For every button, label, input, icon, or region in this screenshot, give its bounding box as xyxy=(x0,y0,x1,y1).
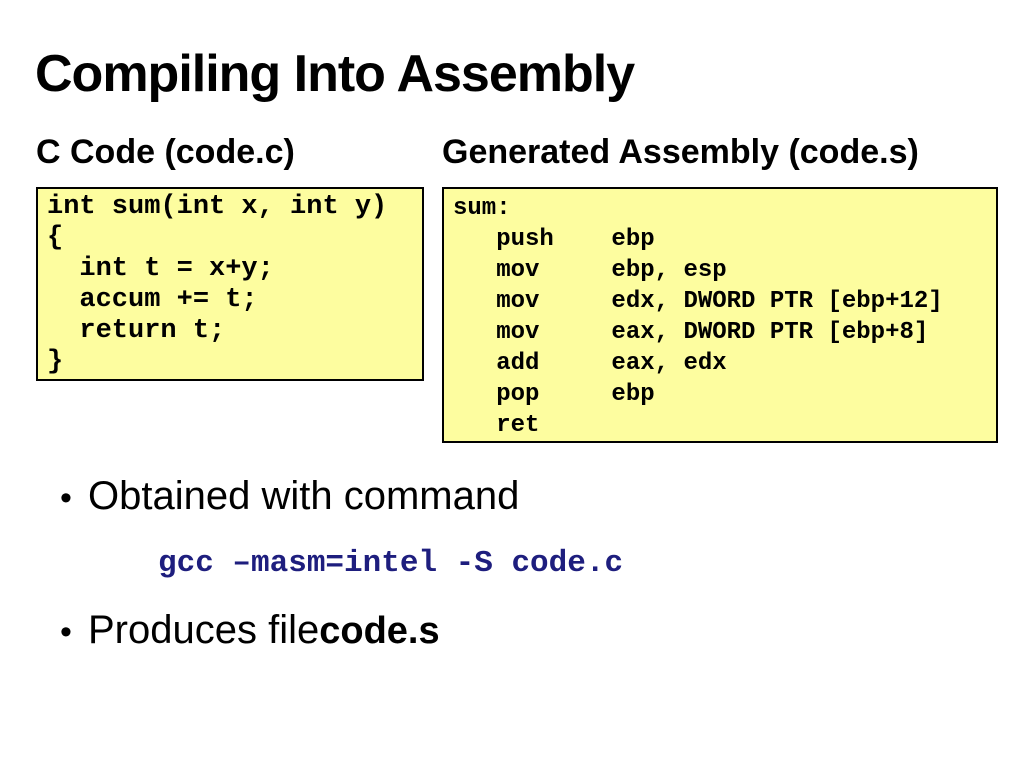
page-title: Compiling Into Assembly xyxy=(35,45,635,103)
bullet-icon: • xyxy=(60,479,72,517)
assembly-code-text: sum: push ebp mov ebp, esp mov edx, DWOR… xyxy=(453,195,943,439)
bullet-item-obtained: • Obtained with command xyxy=(60,474,519,519)
gcc-command-text: gcc –masm=intel -S code.c xyxy=(158,546,624,581)
bullet-item-produces: • Produces file code.s xyxy=(60,608,440,653)
bullet-item-produces-label: Produces file xyxy=(88,608,320,652)
c-code-box: int sum(int x, int y) { int t = x+y; acc… xyxy=(36,187,424,381)
bullet-icon: • xyxy=(60,613,72,651)
assembly-code-box: sum: push ebp mov ebp, esp mov edx, DWOR… xyxy=(442,187,998,443)
column-header-c-code: C Code (code.c) xyxy=(36,133,295,171)
column-header-generated-assembly: Generated Assembly (code.s) xyxy=(442,133,919,171)
c-code-text: int sum(int x, int y) { int t = x+y; acc… xyxy=(47,192,388,377)
produced-file-name: code.s xyxy=(319,610,440,652)
bullet-item-obtained-label: Obtained with command xyxy=(88,474,520,518)
